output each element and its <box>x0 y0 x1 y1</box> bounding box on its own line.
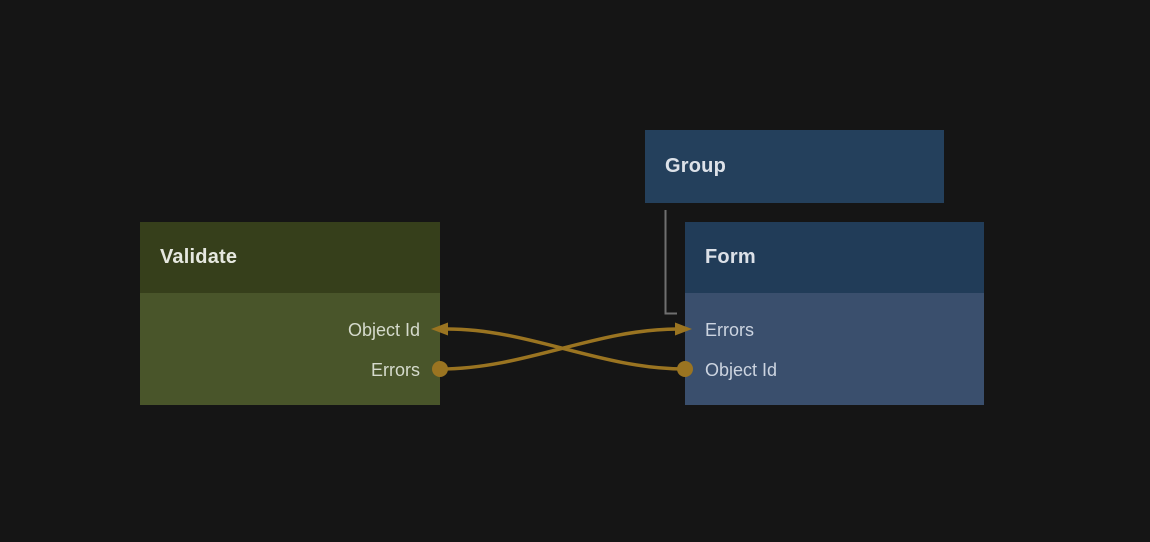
node-form-title: Form <box>705 246 756 268</box>
port-validate-errors[interactable]: Errors <box>140 350 440 390</box>
node-form-header[interactable]: Form <box>685 222 984 293</box>
node-group-title: Group <box>665 155 726 177</box>
port-form-errors[interactable]: Errors <box>685 310 984 350</box>
port-label: Object Id <box>347 319 420 340</box>
port-label: Errors <box>705 319 754 340</box>
node-form[interactable]: Form Errors Object Id <box>685 222 984 405</box>
edge-validate-errors-to-form-errors <box>439 327 679 371</box>
port-label: Errors <box>371 359 420 380</box>
edge-form-object-id-to-validate-object-id <box>446 327 686 371</box>
node-group[interactable]: Group <box>645 130 944 203</box>
node-validate-header[interactable]: Validate <box>140 222 440 293</box>
port-form-object-id[interactable]: Object Id <box>685 350 984 390</box>
node-form-body: Errors Object Id <box>685 293 984 405</box>
port-label: Object Id <box>705 359 778 380</box>
node-validate-body: Object Id Errors <box>140 293 440 405</box>
node-validate[interactable]: Validate Object Id Errors <box>140 222 440 405</box>
node-validate-title: Validate <box>160 246 238 268</box>
edge-group-to-form <box>664 210 677 315</box>
port-validate-object-id[interactable]: Object Id <box>140 310 440 350</box>
node-group-header[interactable]: Group <box>645 130 944 203</box>
